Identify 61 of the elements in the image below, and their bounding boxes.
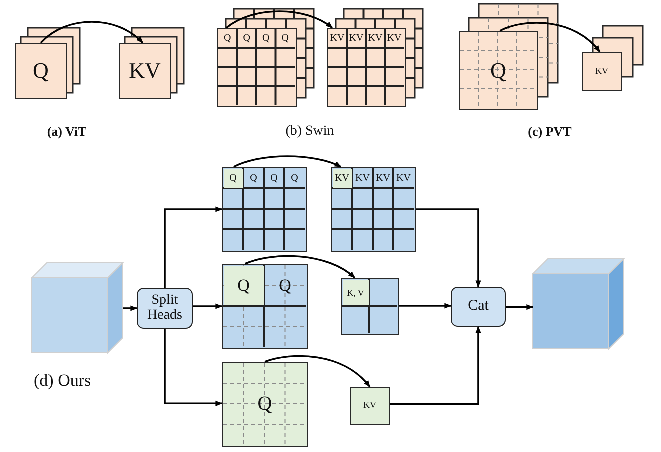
caption: (b) Swin — [284, 124, 336, 140]
cell-label: Q — [278, 274, 292, 296]
arrow — [244, 255, 356, 279]
caption: (d) Ours — [34, 371, 92, 391]
concat-box — [451, 287, 506, 327]
caption: (c) PVT — [527, 124, 573, 140]
arrow — [506, 304, 534, 310]
node-label: KV — [364, 401, 376, 411]
window-grid — [331, 167, 416, 252]
arrow — [399, 303, 452, 309]
cell-label: KV — [367, 32, 384, 46]
node-label: Q — [33, 59, 49, 83]
output-cube — [533, 259, 624, 349]
cell-label: Q — [280, 32, 290, 46]
cell-label: Q — [262, 32, 271, 46]
cell-label: Q — [242, 32, 252, 46]
cell-label: Q — [270, 172, 279, 186]
window-grid — [217, 28, 297, 107]
cell-label: Q — [290, 172, 300, 186]
cell-label: KV — [329, 32, 346, 46]
highlighted-cell: K, V — [343, 280, 368, 305]
key-value-sheet — [582, 52, 622, 91]
cell-label: KV — [375, 172, 392, 186]
query-sheet — [15, 43, 67, 99]
arrow — [234, 156, 342, 168]
cell-label: Q — [223, 32, 232, 46]
query-sheet — [459, 31, 538, 110]
arrow — [390, 326, 482, 405]
split-heads-box — [137, 288, 193, 329]
cell-label: Q — [249, 172, 258, 186]
node-label: Split Heads — [146, 294, 184, 324]
window-grid — [222, 167, 307, 252]
cell-label: KV — [354, 172, 371, 186]
key-value-sheet — [350, 387, 390, 425]
cell-label: KV — [386, 32, 403, 46]
cell-label: KV — [396, 172, 412, 186]
arrow — [164, 329, 223, 406]
arrow — [500, 22, 601, 53]
node-label: KV — [129, 59, 161, 83]
highlighted-cell: KV — [333, 169, 352, 188]
cell-label: KV — [348, 32, 365, 46]
arrow — [123, 306, 138, 312]
node-label: Cat — [468, 299, 489, 315]
caption: (a) ViT — [46, 124, 88, 140]
arrow — [164, 206, 223, 288]
highlighted-cell: Q — [224, 266, 264, 305]
arrow — [40, 21, 144, 44]
node-label: KV — [596, 66, 608, 76]
highlighted-cell: Q — [224, 169, 242, 188]
node-label: Q — [490, 58, 506, 82]
arrow — [226, 10, 334, 29]
arrow — [193, 304, 223, 310]
arrow — [264, 355, 371, 388]
window-grid — [222, 264, 308, 349]
window-grid — [327, 28, 406, 107]
node-label: Q — [258, 394, 272, 415]
query-grid — [222, 362, 308, 447]
pooled-grid — [341, 278, 399, 335]
input-cube — [32, 263, 123, 353]
key-value-sheet — [119, 43, 171, 99]
arrow — [416, 208, 482, 288]
